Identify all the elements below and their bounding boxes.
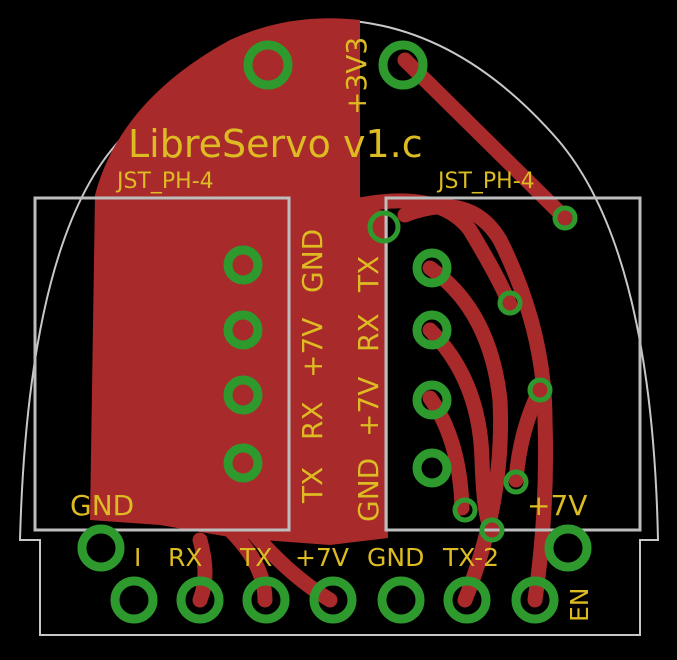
pad-bottom-7 [511, 576, 559, 624]
label-bottom-5: GND [367, 543, 424, 572]
connector-right-pin-2: RX [352, 313, 385, 352]
pad-top-left [243, 40, 293, 90]
label-bottom-1: I [134, 543, 141, 572]
pad-left-4 [223, 443, 263, 483]
pad-left-3 [223, 375, 263, 415]
pad-bottom-6 [443, 576, 491, 624]
connector-body-left [33, 196, 291, 532]
via [503, 469, 529, 495]
label-bottom-3: TX [239, 543, 272, 572]
connector-left-pin-1: GND [296, 229, 329, 293]
pad-bottom-5 [377, 576, 425, 624]
pad-right-1 [412, 248, 452, 288]
via [497, 290, 523, 316]
connector-right-pin-1: TX [352, 256, 385, 293]
pad-right-2 [412, 310, 452, 350]
pad-bottom-2 [176, 576, 224, 624]
label-en: EN [565, 588, 594, 623]
pad-right-4 [412, 448, 452, 488]
via [527, 377, 553, 403]
connector-right-pin-3: +7V [352, 377, 385, 437]
pad-right-3 [412, 380, 452, 420]
label-7v-right: +7V [527, 489, 587, 522]
connector-left-footprint: JST_PH-4 [115, 169, 214, 194]
label-gnd-left: GND [70, 489, 134, 522]
label-bottom-4: +7V [295, 543, 349, 572]
label-bottom-6: TX-2 [442, 543, 499, 572]
pad-bottom-4 [309, 576, 357, 624]
via [479, 517, 505, 543]
connector-left-pin-3: RX [296, 401, 329, 440]
pad-top-3v3 [378, 40, 428, 90]
via [552, 205, 578, 231]
pad-bottom-3 [242, 576, 290, 624]
pad-left-2 [223, 310, 263, 350]
pad-bottom-1 [110, 576, 158, 624]
connector-right-footprint: JST_PH-4 [436, 169, 535, 194]
pad-7v-right [544, 524, 592, 572]
connector-left-pin-4: TX [296, 467, 329, 504]
label-3v3: +3V3 [340, 37, 373, 115]
via [452, 497, 478, 523]
via [367, 210, 401, 244]
connector-right-pin-4: GND [352, 458, 385, 522]
pad-gnd-left [77, 524, 125, 572]
label-bottom-2: RX [168, 543, 203, 572]
connector-left-pin-2: +7V [296, 318, 329, 378]
board-title: LibreServo v1.c [128, 122, 423, 166]
pad-left-1 [223, 245, 263, 285]
connector-body-right [384, 196, 642, 532]
